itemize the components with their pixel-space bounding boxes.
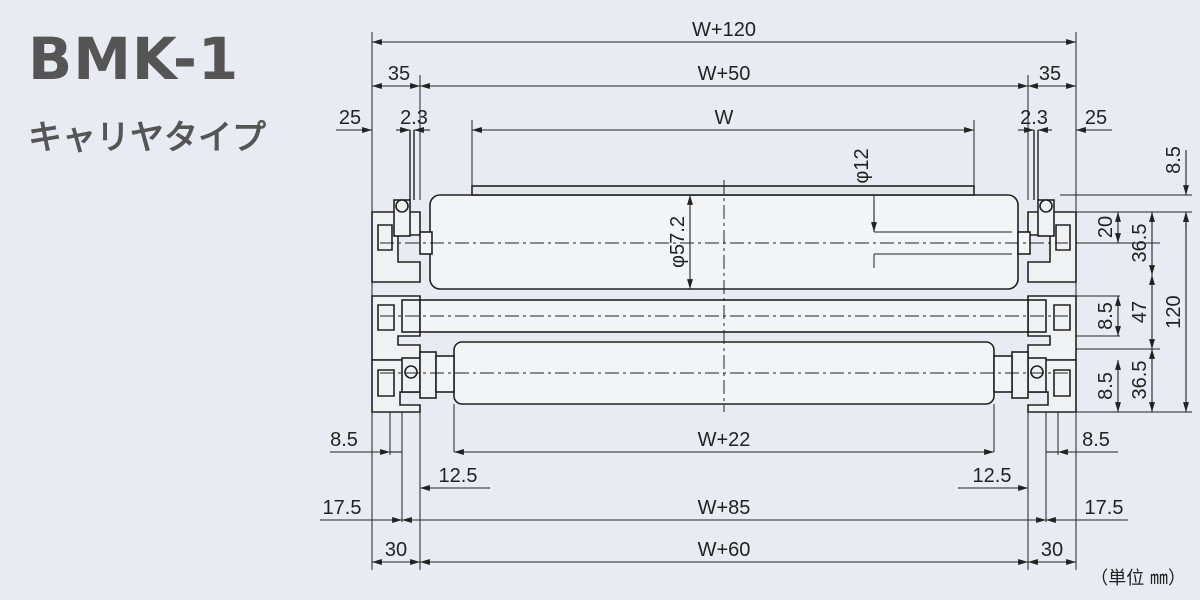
dim-roller-dia: φ57.2 [667, 216, 689, 268]
side-guides [409, 130, 1039, 200]
dim-r-47: 47 [1129, 301, 1151, 323]
dim-total-width: W+120 [692, 19, 756, 41]
left-frame [371, 199, 437, 413]
dim-left-25: 25 [339, 107, 361, 129]
dim-r-36-5-bot: 36.5 [1129, 361, 1151, 400]
dim-right-30: 30 [1041, 539, 1063, 561]
dim-right-17-5: 17.5 [1085, 497, 1124, 519]
dim-return-roller: W+22 [698, 429, 751, 451]
dim-r-120: 120 [1163, 295, 1185, 328]
dim-w85: W+85 [698, 497, 751, 519]
dim-r-8-5-mid: 8.5 [1095, 302, 1117, 330]
dim-r-8-5-bot: 8.5 [1095, 372, 1117, 400]
model-title: BMK-1 [28, 25, 240, 93]
dim-frame-inner: W+50 [698, 63, 751, 85]
dim-w60: W+60 [698, 539, 751, 561]
unit-note: （単位 ㎜） [1090, 568, 1186, 589]
dim-left-2-3: 2.3 [400, 107, 428, 129]
dim-shaft-dia: φ12 [851, 148, 873, 183]
rollers [419, 185, 1031, 405]
dim-right-8-5: 8.5 [1082, 429, 1110, 451]
center-lines [380, 180, 1068, 412]
dim-top-8-5: 8.5 [1163, 146, 1185, 174]
dim-left-12-5: 12.5 [439, 465, 478, 487]
model-subtitle: キャリヤタイプ [28, 118, 266, 158]
dim-r-36-5-top: 36.5 [1129, 224, 1151, 263]
dim-right-35: 35 [1039, 63, 1061, 85]
dim-left-30: 30 [385, 539, 407, 561]
dim-right-2-3: 2.3 [1020, 107, 1048, 129]
dim-right-12-5: 12.5 [973, 465, 1012, 487]
dim-left-35: 35 [388, 63, 410, 85]
dimension-labels: W+120 W+50 35 35 W 25 25 2.3 2.3 φ57.2 φ… [323, 19, 1185, 561]
dim-left-8-5: 8.5 [330, 429, 358, 451]
dim-right-25: 25 [1085, 107, 1107, 129]
dim-roller-width: W [715, 107, 734, 129]
dim-left-17-5: 17.5 [323, 497, 362, 519]
dimension-lines [320, 39, 1189, 565]
return-roller-bracket-left [435, 355, 455, 393]
return-roller-bracket-right [993, 355, 1013, 393]
dim-r-20: 20 [1095, 216, 1117, 238]
extension-lines [371, 32, 1192, 570]
conveyed-plate [471, 185, 975, 196]
title-block: BMK-1 キャリヤタイプ [28, 30, 266, 159]
